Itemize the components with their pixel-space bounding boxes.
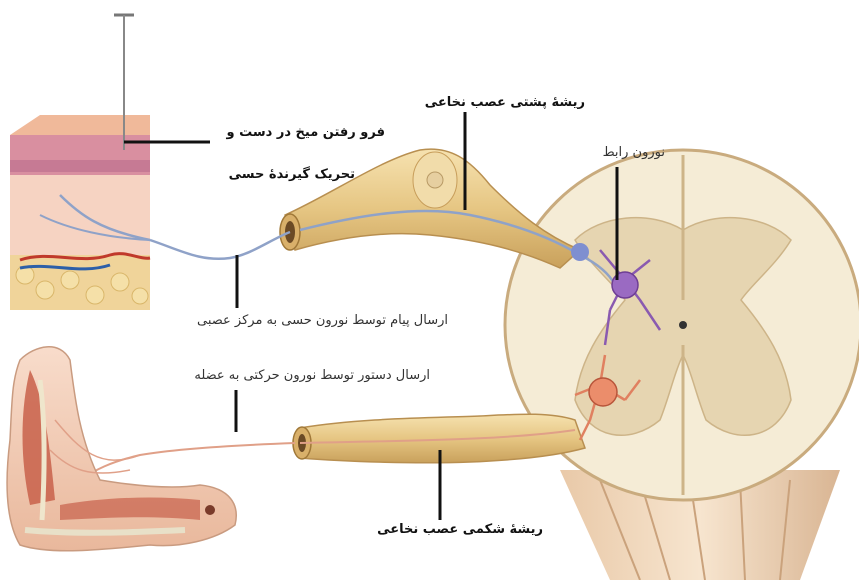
label-nail-line2: تحریک گیرندۀ حسی: [205, 167, 355, 182]
label-nail-line1: فرو رفتن میخ در دست و: [205, 125, 385, 140]
label-dorsal-root: ریشۀ پشتی عصب نخاعی: [405, 95, 585, 110]
label-interneuron: نورون رابط: [585, 145, 665, 160]
label-motor-command: ارسال دستور توسط نورون حرکتی به عضله: [125, 368, 430, 383]
central-canal: [679, 321, 687, 329]
label-sensory-message: ارسال پیام توسط نورون حسی به مرکز عصبی: [128, 313, 448, 328]
skin-block: [10, 115, 150, 310]
label-ventral-root: ریشۀ شکمی عصب نخاعی: [368, 522, 543, 537]
